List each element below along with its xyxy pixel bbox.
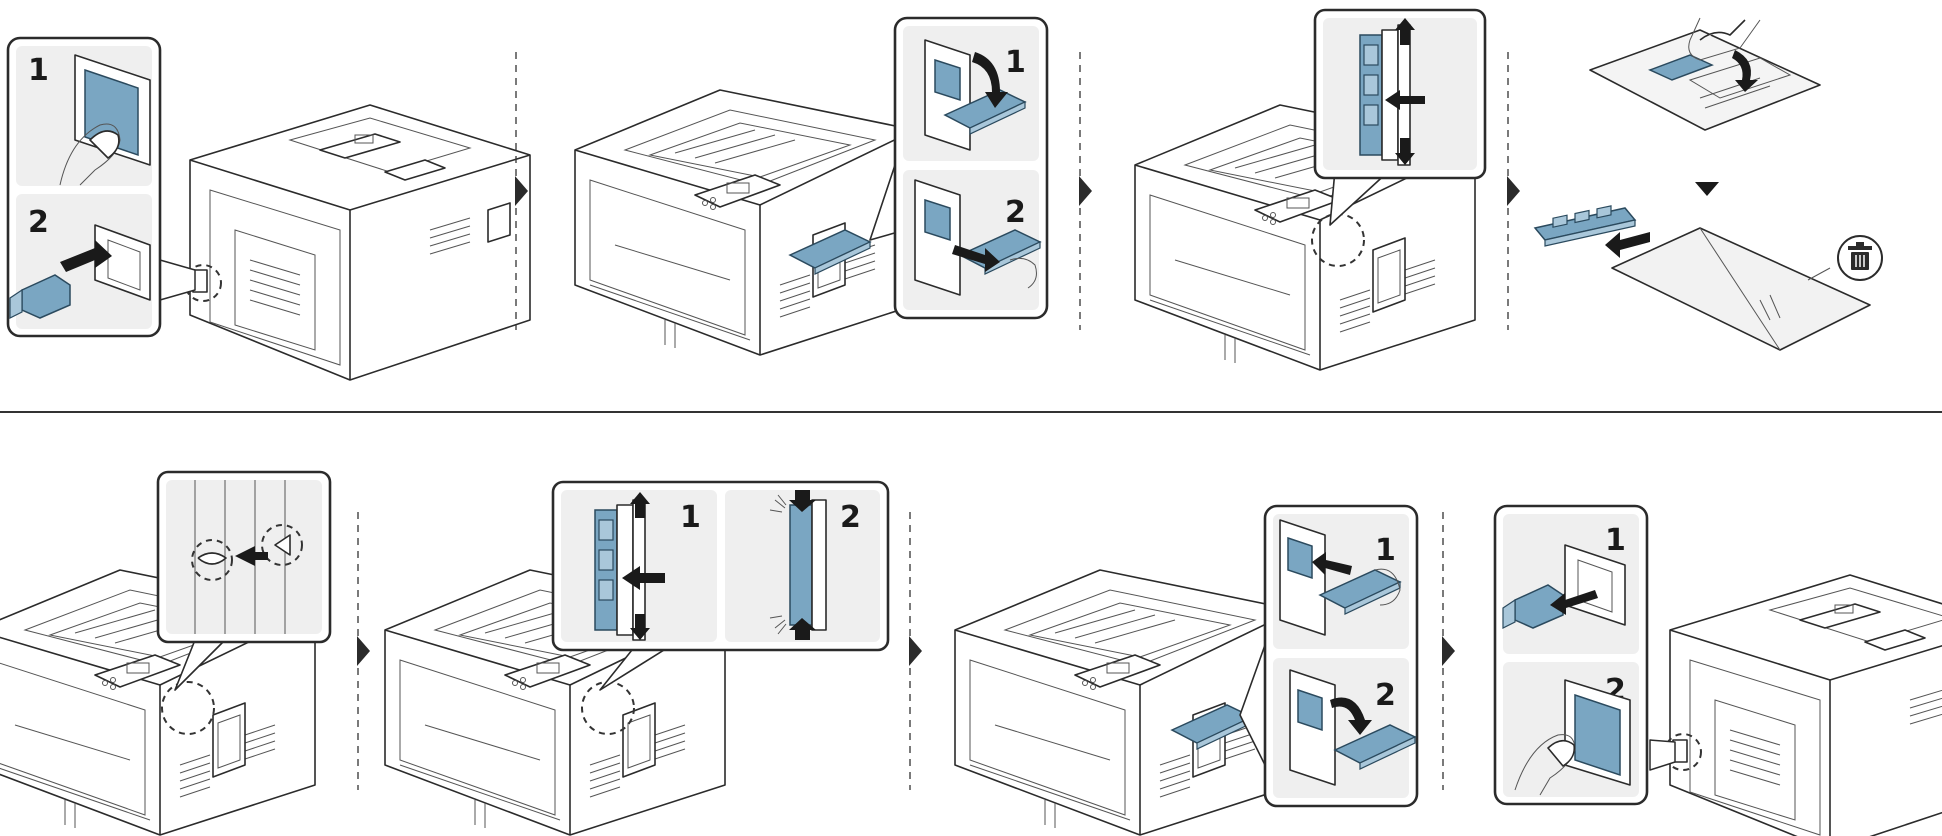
step-number-1: 1 xyxy=(1605,523,1626,558)
step-6-insert-memory: 1 2 xyxy=(385,482,888,835)
step-5-align-notch xyxy=(0,472,330,835)
step-number-2: 2 xyxy=(1005,195,1026,230)
step-number-1: 1 xyxy=(28,53,49,88)
step-3-remove-old-memory xyxy=(1135,10,1485,370)
step-8-power-on: 1 2 xyxy=(1495,506,1942,836)
trash-bin-icon xyxy=(1838,236,1882,280)
step-7-replace-cover: 1 2 xyxy=(955,506,1417,835)
step-number-1: 1 xyxy=(1005,45,1026,80)
step-number-2: 2 xyxy=(28,205,49,240)
step-2-remove-cover: 1 2 xyxy=(575,18,1047,355)
triangle-right-icon xyxy=(1079,176,1092,206)
step-number-1: 1 xyxy=(1375,533,1396,568)
triangle-right-icon xyxy=(357,636,370,666)
step-1-power-off: 1 2 xyxy=(8,38,530,380)
triangle-down-icon xyxy=(1695,182,1719,196)
step-number-2: 2 xyxy=(1375,678,1396,713)
triangle-right-icon xyxy=(909,636,922,666)
step-number-1: 1 xyxy=(680,500,701,535)
triangle-right-icon xyxy=(1442,636,1455,666)
step-number-2: 2 xyxy=(840,500,861,535)
triangle-right-icon xyxy=(1507,176,1520,206)
step-4-unpack-new-memory xyxy=(1535,18,1882,350)
printer-rear-illustration xyxy=(190,105,530,380)
printer-illustration xyxy=(575,90,915,355)
printer-rear-illustration xyxy=(1670,575,1942,836)
